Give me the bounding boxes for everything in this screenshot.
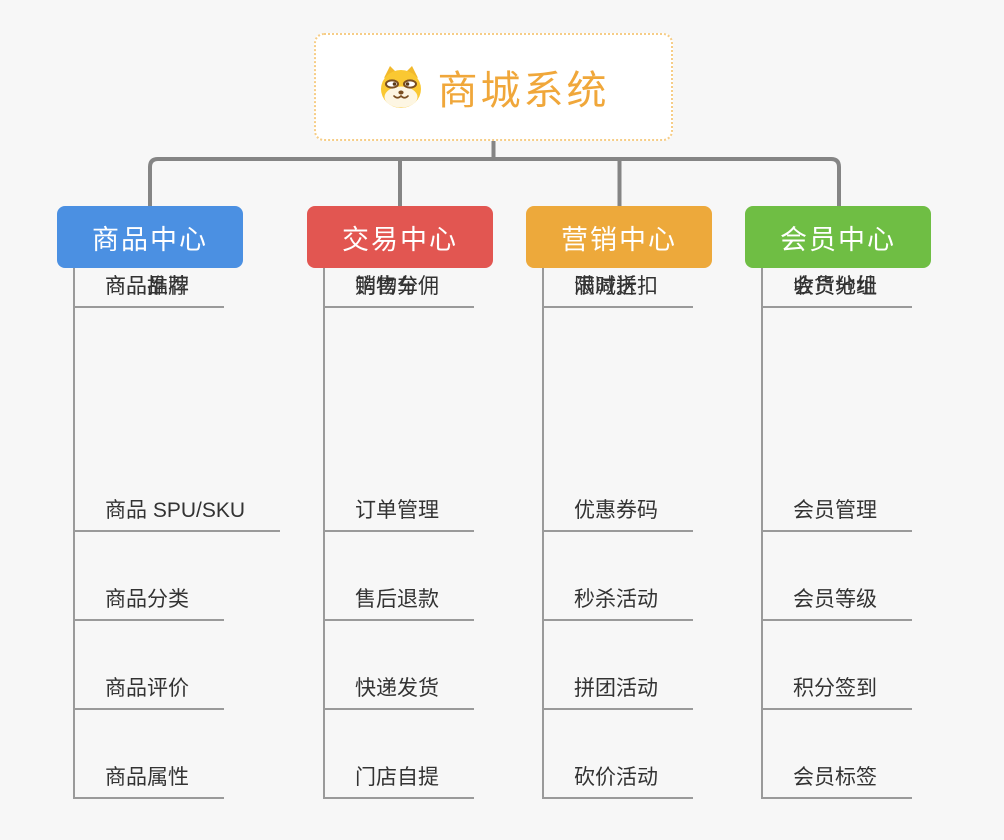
branch-child-line [73,267,75,799]
branch-trade-center: 交易中心 订单管理 售后退款 快递发货 门店自提 购物车 销售分佣 [307,206,493,799]
leaf-node[interactable]: 商品 SPU/SKU [73,492,281,532]
leaf-node[interactable]: 快递发货 [323,670,474,710]
root-node-title: 商城系统 [437,69,610,113]
branch-label: 营销中心 [561,224,677,255]
leaf-node[interactable]: 售后退款 [323,581,474,621]
leaf-node[interactable]: 会员标签 [761,759,912,799]
branch-label: 会员中心 [780,224,896,255]
branch-box-trade-center[interactable]: 交易中心 [307,206,493,268]
branch-child-line [761,267,763,799]
branch-label: 交易中心 [342,224,458,255]
leaf-node[interactable]: 优惠券码 [542,492,693,532]
leaf-node[interactable]: 商品分类 [73,581,224,621]
leaf-node[interactable]: 商品评价 [73,670,224,710]
leaf-node[interactable]: 会员等级 [761,581,912,621]
root-node-mall-system[interactable]: 商城系统 [314,33,673,141]
branch-label: 商品中心 [92,224,208,255]
leaf-node[interactable]: 商品品牌 [73,268,224,308]
branch-marketing-center: 营销中心 优惠券码 秒杀活动 拼团活动 砍价活动 限时折扣 满减送 [526,206,712,799]
branch-child-line [542,267,544,799]
leaf-node[interactable]: 积分签到 [761,670,912,710]
leaf-node[interactable]: 砍价活动 [542,759,693,799]
branch-product-center: 商品中心 商品 SPU/SKU 商品分类 商品评价 商品属性 商品推荐 商品品牌 [57,206,281,799]
leaf-node[interactable]: 会员管理 [761,492,912,532]
leaf-node[interactable]: 商品属性 [73,759,224,799]
leaf-node[interactable]: 满减送 [542,268,672,308]
shiba-dog-icon [380,66,421,108]
leaf-node[interactable]: 订单管理 [323,492,474,532]
leaf-node[interactable]: 秒杀活动 [542,581,693,621]
branch-box-product-center[interactable]: 商品中心 [57,206,243,268]
leaf-node[interactable]: 拼团活动 [542,670,693,710]
branch-box-member-center[interactable]: 会员中心 [745,206,931,268]
branch-box-marketing-center[interactable]: 营销中心 [526,206,712,268]
leaf-node[interactable]: 收货地址 [761,268,912,308]
branch-rail-line [148,157,841,206]
branch-child-line [323,267,325,799]
leaf-node[interactable]: 门店自提 [323,759,474,799]
branch-member-center: 会员中心 会员管理 会员等级 积分签到 会员标签 会员分组 收货地址 [745,206,931,799]
leaf-node[interactable]: 销售分佣 [323,268,474,308]
